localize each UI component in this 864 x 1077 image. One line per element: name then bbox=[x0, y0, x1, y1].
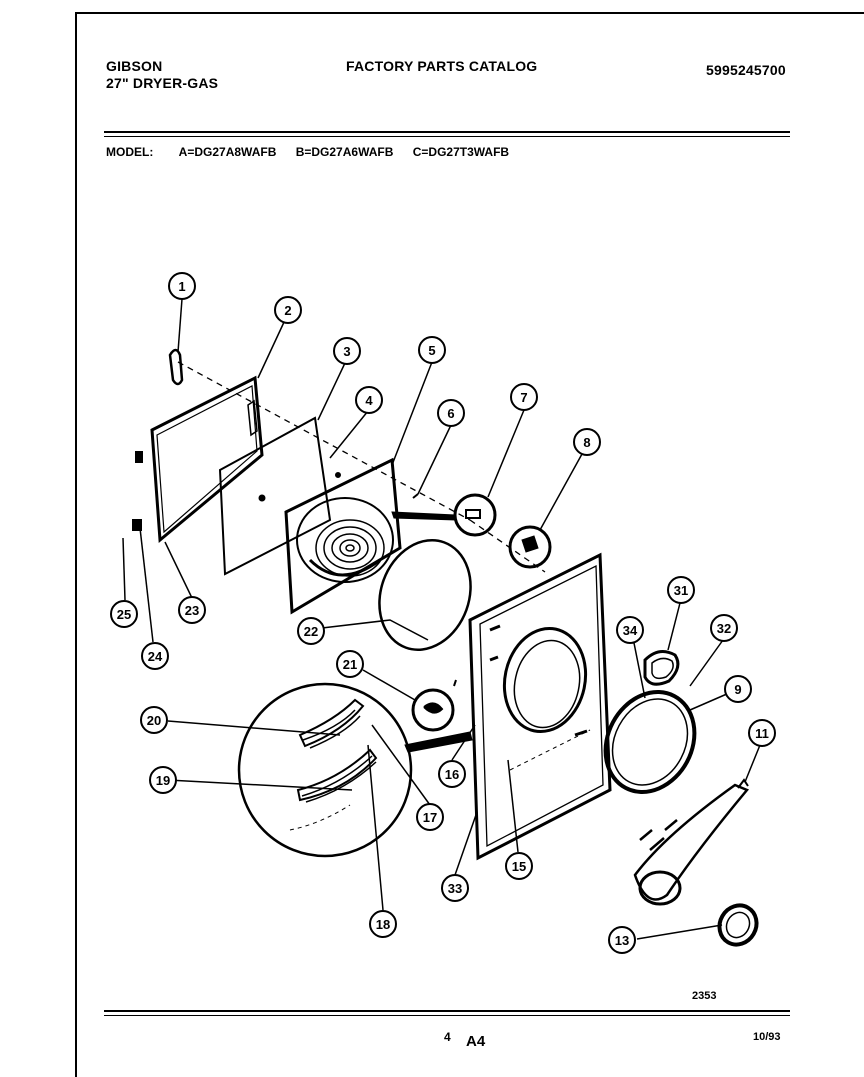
callout-23: 23 bbox=[178, 596, 206, 624]
catalog-number: 5995245700 bbox=[706, 62, 786, 78]
model-c: C=DG27T3WAFB bbox=[412, 145, 510, 159]
callout-6: 6 bbox=[437, 399, 465, 427]
svg-text:24: 24 bbox=[148, 649, 163, 664]
page-number-small: 4 bbox=[444, 1030, 451, 1044]
svg-text:8: 8 bbox=[583, 435, 590, 450]
svg-text:11: 11 bbox=[755, 726, 769, 741]
svg-text:31: 31 bbox=[674, 583, 688, 598]
svg-text:20: 20 bbox=[147, 713, 161, 728]
header-rule-2 bbox=[104, 136, 790, 137]
callout-5: 5 bbox=[418, 336, 446, 364]
callout-8: 8 bbox=[573, 428, 601, 456]
callout-16: 16 bbox=[438, 760, 466, 788]
model-label: MODEL: bbox=[106, 145, 154, 159]
callout-22: 22 bbox=[297, 617, 325, 645]
page-code: A4 bbox=[466, 1033, 486, 1050]
callout-1: 1 bbox=[168, 272, 196, 300]
svg-text:1: 1 bbox=[178, 279, 185, 294]
callout-31: 31 bbox=[667, 576, 695, 604]
svg-text:33: 33 bbox=[448, 881, 462, 896]
catalog-date: 10/93 bbox=[753, 1031, 781, 1043]
brand-name: GIBSON bbox=[106, 58, 163, 74]
svg-text:19: 19 bbox=[156, 773, 170, 788]
svg-text:21: 21 bbox=[343, 657, 357, 672]
callout-13: 13 bbox=[608, 926, 636, 954]
svg-text:15: 15 bbox=[512, 859, 526, 874]
callout-20: 20 bbox=[140, 706, 168, 734]
callout-19: 19 bbox=[149, 766, 177, 794]
callout-3: 3 bbox=[333, 337, 361, 365]
svg-text:3: 3 bbox=[343, 344, 350, 359]
model-row: MODEL: A=DG27A8WAFB B=DG27A6WAFB C=DG27T… bbox=[106, 145, 525, 159]
svg-text:4: 4 bbox=[365, 393, 373, 408]
border-top bbox=[75, 12, 864, 14]
brand-block: GIBSON 27" DRYER-GAS bbox=[106, 58, 218, 92]
svg-text:13: 13 bbox=[615, 933, 629, 948]
callout-11: 11 bbox=[748, 719, 776, 747]
svg-text:34: 34 bbox=[623, 623, 638, 638]
callout-7: 7 bbox=[510, 383, 538, 411]
callout-32: 32 bbox=[710, 614, 738, 642]
svg-text:23: 23 bbox=[185, 603, 199, 618]
callout-21: 21 bbox=[336, 650, 364, 678]
svg-text:17: 17 bbox=[423, 810, 437, 825]
callout-17: 17 bbox=[416, 803, 444, 831]
svg-text:25: 25 bbox=[117, 607, 131, 622]
figure-number: 2353 bbox=[692, 990, 717, 1002]
svg-text:7: 7 bbox=[520, 390, 527, 405]
svg-text:22: 22 bbox=[304, 624, 318, 639]
model-a: A=DG27A8WAFB bbox=[178, 145, 277, 159]
callout-34: 34 bbox=[616, 616, 644, 644]
callout-2: 2 bbox=[274, 296, 302, 324]
diagram-artwork bbox=[122, 298, 761, 947]
model-b: B=DG27A6WAFB bbox=[295, 145, 394, 159]
svg-text:18: 18 bbox=[376, 917, 390, 932]
callout-24: 24 bbox=[141, 642, 169, 670]
svg-text:16: 16 bbox=[445, 767, 459, 782]
svg-text:2: 2 bbox=[284, 303, 291, 318]
footer-rule bbox=[104, 1010, 790, 1012]
callout-9: 9 bbox=[724, 675, 752, 703]
callout-15: 15 bbox=[505, 852, 533, 880]
header-rule bbox=[104, 131, 790, 133]
callout-18: 18 bbox=[369, 910, 397, 938]
svg-text:6: 6 bbox=[447, 406, 454, 421]
catalog-title: FACTORY PARTS CATALOG bbox=[346, 58, 538, 74]
callout-bubbles: 1 2 3 4 5 6 7 8 9 11 13 15 16 17 18 19 2… bbox=[110, 272, 776, 954]
callout-33: 33 bbox=[441, 874, 469, 902]
border-left bbox=[75, 12, 77, 1077]
svg-text:9: 9 bbox=[734, 682, 741, 697]
svg-text:5: 5 bbox=[428, 343, 435, 358]
footer-rule-2 bbox=[104, 1015, 790, 1016]
callout-25: 25 bbox=[110, 600, 138, 628]
product-name: 27" DRYER-GAS bbox=[106, 75, 219, 91]
svg-text:32: 32 bbox=[717, 621, 731, 636]
callout-4: 4 bbox=[355, 386, 383, 414]
